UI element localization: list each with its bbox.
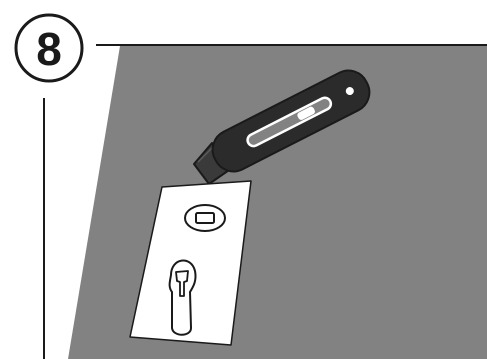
knife-end-hole — [345, 87, 354, 96]
paper-template — [129, 180, 252, 346]
step-frame — [43, 44, 487, 359]
keyhole-icon — [168, 259, 197, 336]
step-badge: 8 — [14, 13, 84, 83]
utility-knife-icon — [193, 69, 371, 185]
knife-slider — [297, 106, 315, 120]
slot-hole-icon — [184, 204, 226, 232]
surface-panel — [68, 46, 487, 359]
step-number: 8 — [36, 23, 62, 75]
